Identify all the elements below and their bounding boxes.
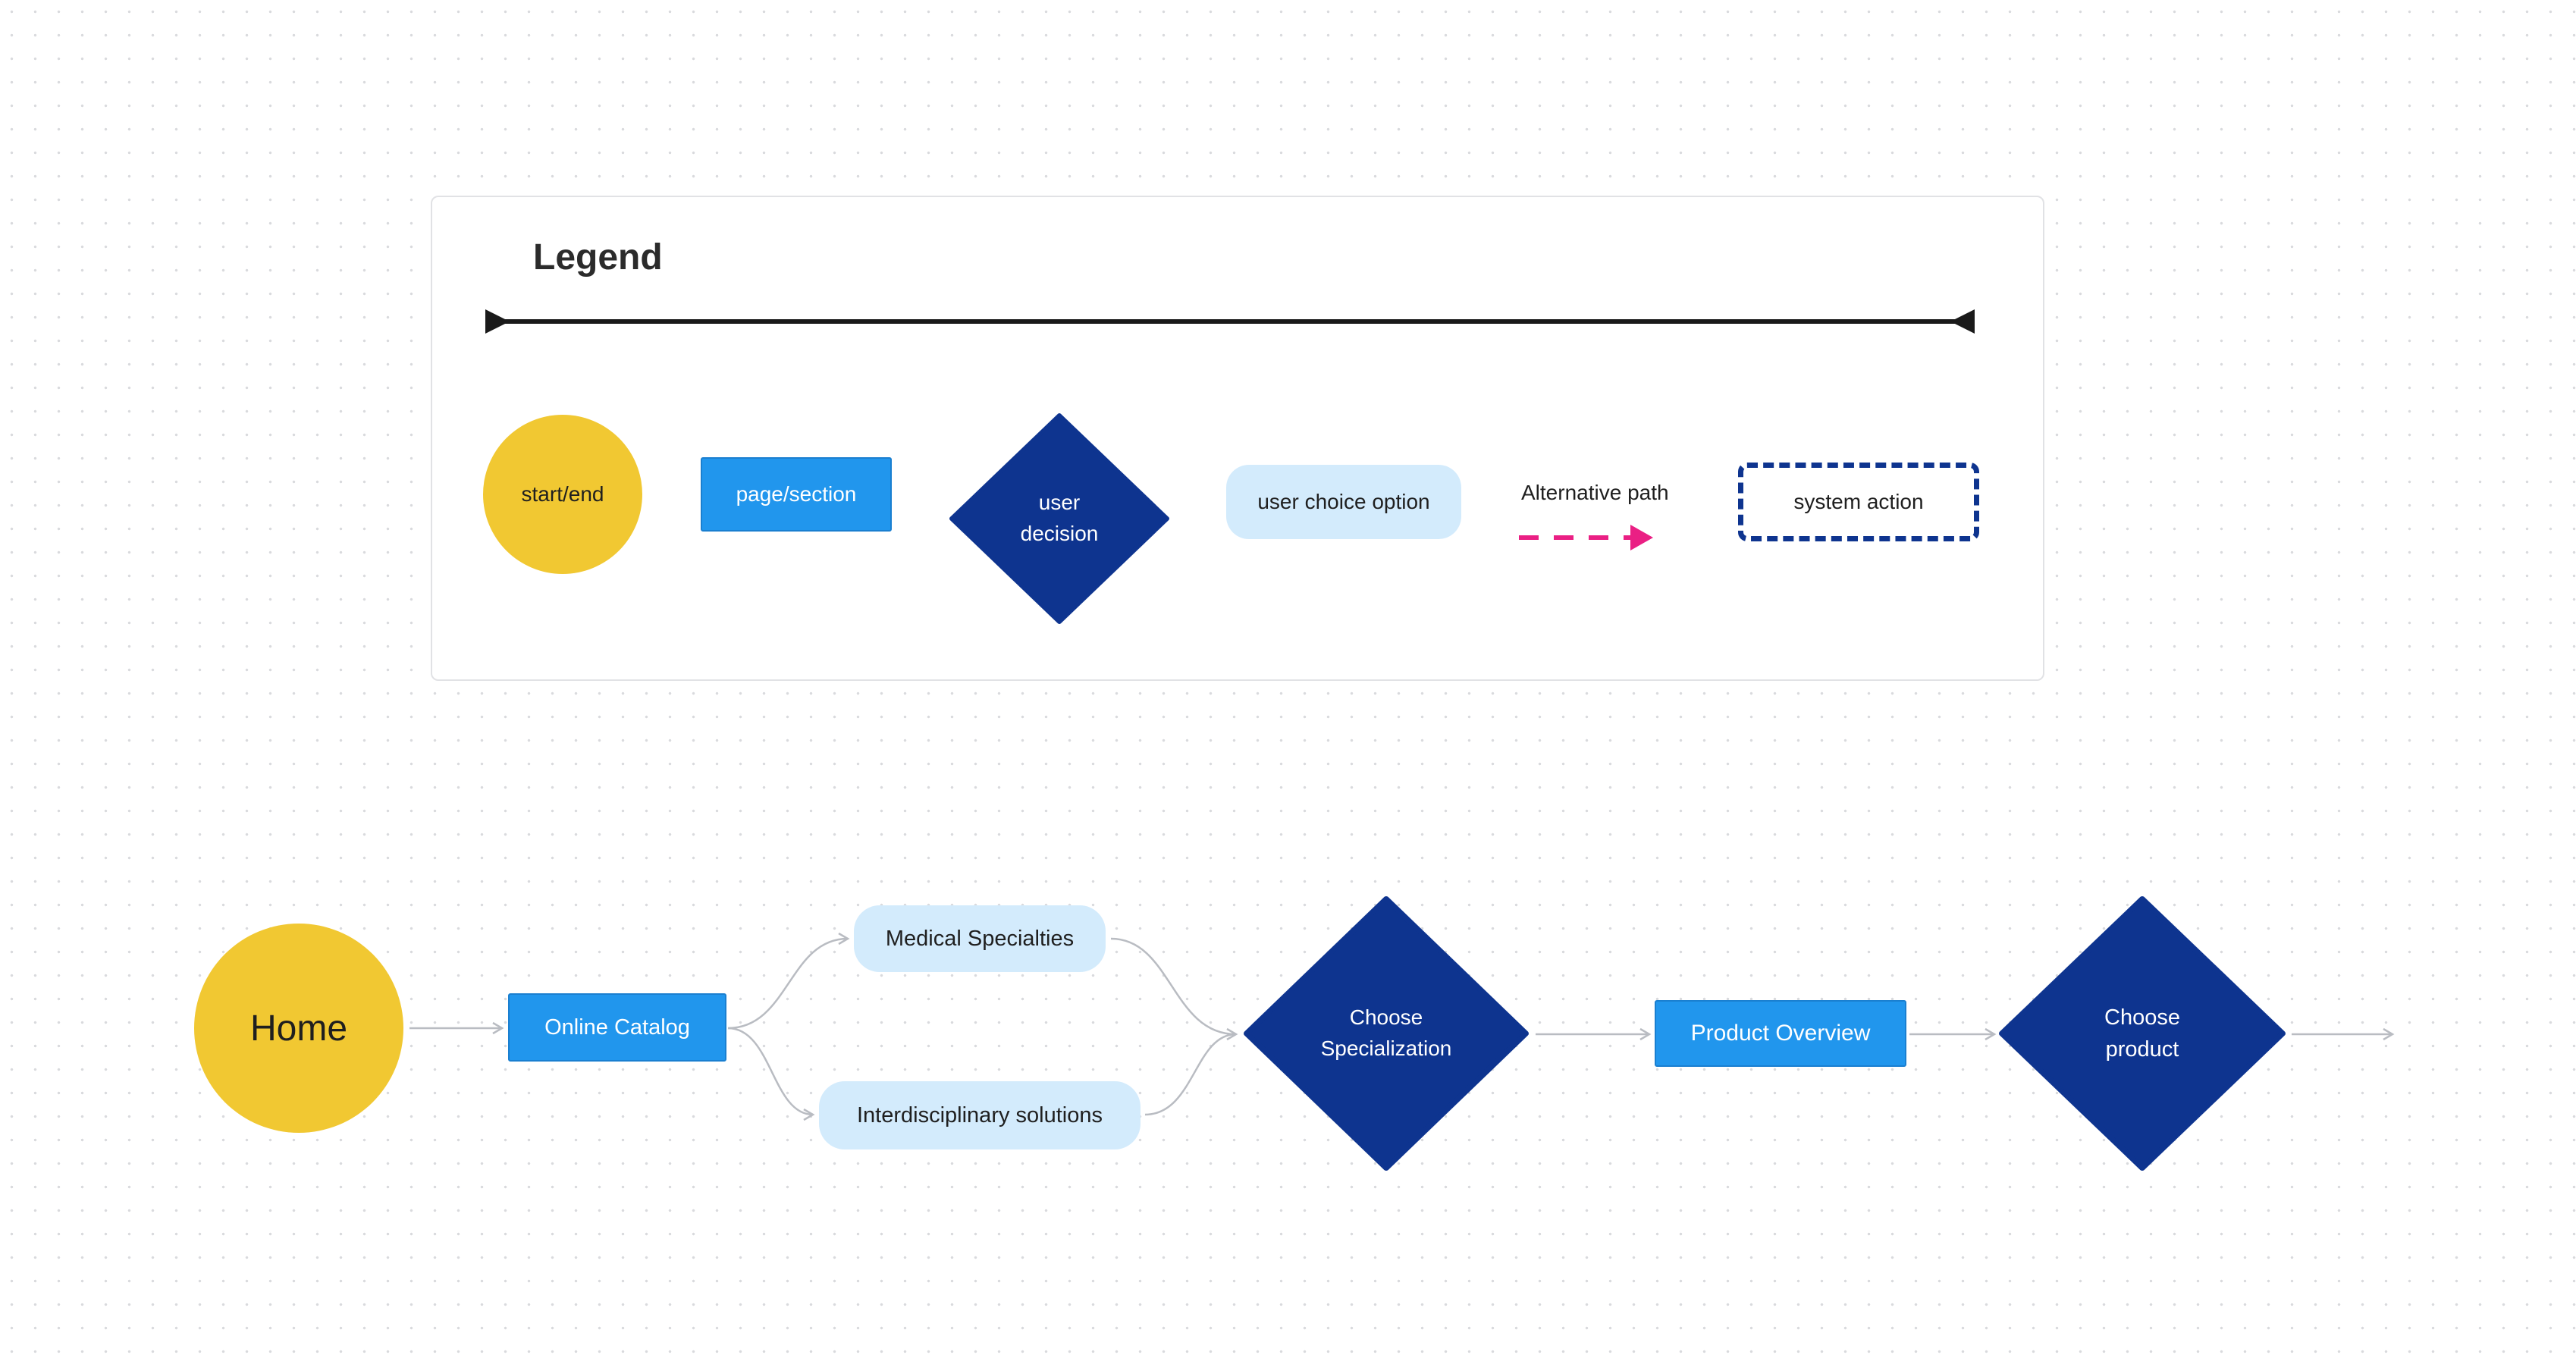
connector-interdisciplinary-to-specialization (1144, 1033, 1237, 1116)
legend-start-end: start/end (483, 415, 642, 574)
connector-medical-to-specialization (1110, 937, 1237, 1036)
arrowhead-specialization (1226, 1027, 1238, 1041)
flow-interdisciplinary-solutions-label: Interdisciplinary solutions (857, 1102, 1103, 1127)
connector-catalog-to-interdisciplinary (727, 1027, 814, 1116)
legend-system-action-label: system action (1793, 490, 1924, 513)
arrowhead-catalog (492, 1021, 504, 1035)
flow-home[interactable]: Home (194, 924, 403, 1133)
flow-product-overview-label: Product Overview (1690, 1021, 1871, 1046)
legend-user-decision-label: user decision (1020, 491, 1099, 545)
legend-page-section-label: page/section (736, 482, 857, 506)
flow-choose-specialization-shape (1244, 896, 1529, 1171)
flow-product-overview[interactable]: Product Overview (1655, 1000, 1906, 1067)
arrowhead-outgoing (2383, 1027, 2395, 1041)
flow-medical-specialties[interactable]: Medical Specialties (854, 905, 1106, 972)
flow-interdisciplinary-solutions[interactable]: Interdisciplinary solutions (819, 1081, 1141, 1149)
legend-page-section: page/section (701, 457, 892, 532)
flow-choose-product-label: Choose product (2104, 1005, 2180, 1062)
legend-alternative-path-label: Alternative path (1521, 481, 1669, 504)
connector-catalog-to-medical (727, 937, 849, 1030)
flow-online-catalog[interactable]: Online Catalog (508, 993, 726, 1062)
legend-start-end-label: start/end (521, 482, 604, 506)
legend-user-decision-shape (949, 413, 1169, 624)
legend-user-choice-option: user choice option (1226, 465, 1461, 539)
flow-home-label: Home (249, 1008, 348, 1049)
legend-divider-end-marker (1950, 309, 1975, 334)
legend-system-action: system action (1738, 463, 1979, 541)
legend-divider-start-marker (485, 309, 510, 334)
arrowhead-overview (1639, 1027, 1652, 1041)
legend-panel (431, 196, 2044, 681)
arrowhead-choose-product (1985, 1027, 1997, 1041)
arrowhead-medical (838, 932, 850, 946)
flow-choose-specialization[interactable]: Choose Specialization (1244, 896, 1529, 1171)
flow-choose-product[interactable]: Choose product (1999, 896, 2286, 1171)
flow-choose-product-shape (1999, 896, 2286, 1171)
flow-choose-specialization-label: Choose Specialization (1320, 1005, 1452, 1060)
arrowhead-interdisciplinary (803, 1108, 815, 1121)
legend-user-choice-option-label: user choice option (1257, 490, 1430, 513)
flow-online-catalog-label: Online Catalog (544, 1015, 690, 1040)
legend-user-decision: user decision (949, 413, 1169, 624)
legend-title: Legend (533, 237, 663, 278)
flow-medical-specialties-label: Medical Specialties (885, 926, 1075, 951)
alternative-path-arrowhead (1630, 525, 1653, 550)
